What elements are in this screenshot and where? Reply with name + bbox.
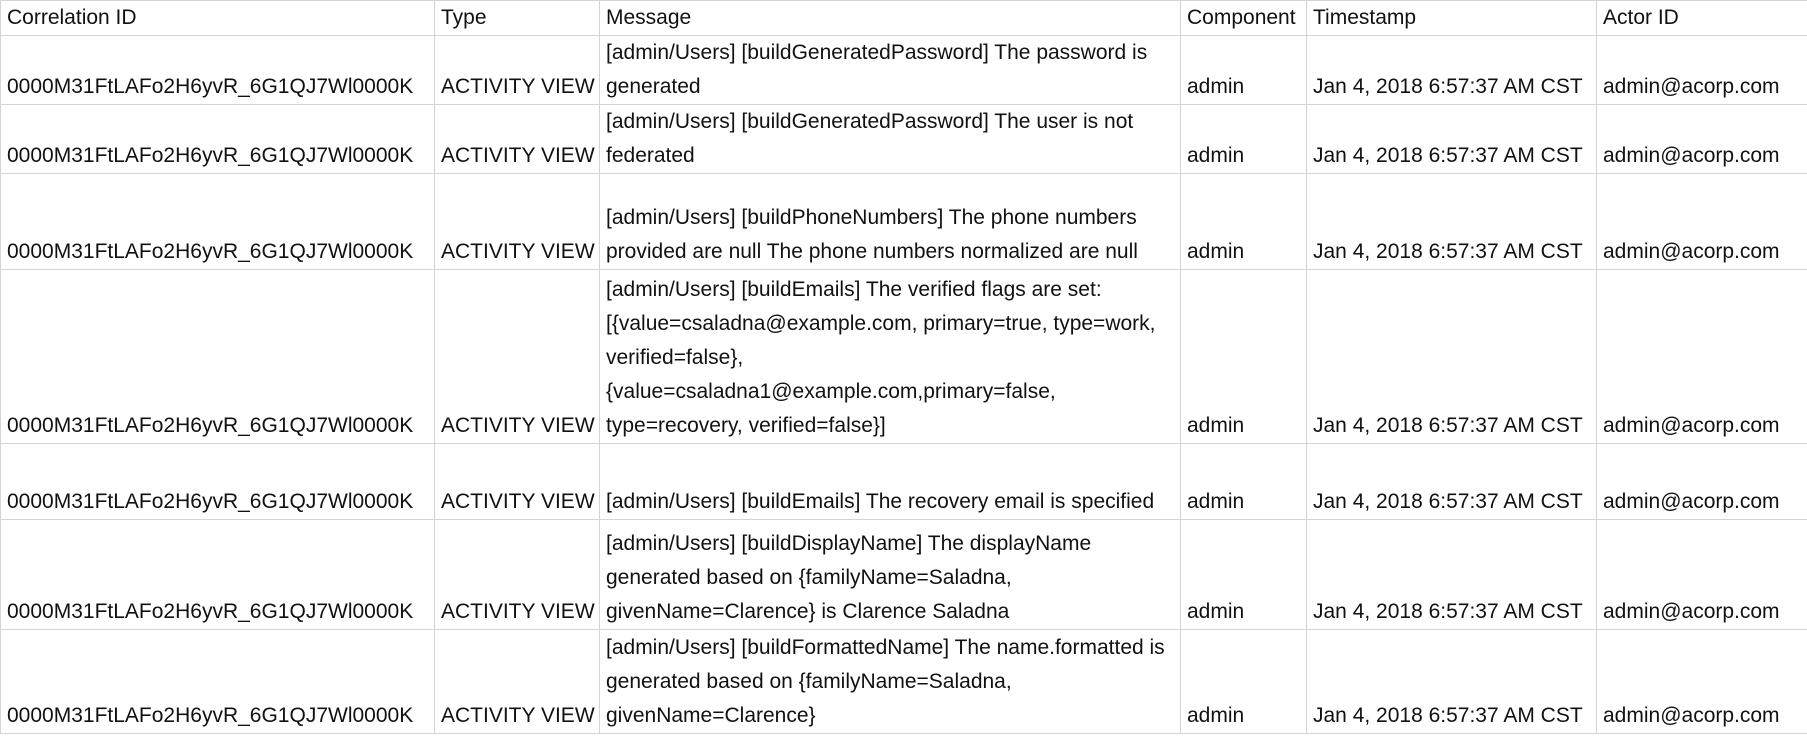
timestamp-cell[interactable]: Jan 4, 2018 6:57:37 AM CST: [1306, 173, 1597, 270]
correlation-id-cell[interactable]: 0000M31FtLAFo2H6yvR_6G1QJ7Wl0000K: [0, 104, 435, 174]
table-row: 0000M31FtLAFo2H6yvR_6G1QJ7Wl0000K ACTIVI…: [0, 35, 1807, 105]
message-cell[interactable]: [admin/Users] [buildEmails] The verified…: [599, 269, 1181, 444]
table-row: 0000M31FtLAFo2H6yvR_6G1QJ7Wl0000K ACTIVI…: [0, 629, 1807, 734]
component-cell[interactable]: admin: [1180, 104, 1307, 174]
table-row: 0000M31FtLAFo2H6yvR_6G1QJ7Wl0000K ACTIVI…: [0, 443, 1807, 520]
message-cell[interactable]: [admin/Users] [buildDisplayName] The dis…: [599, 519, 1181, 630]
header-cell-component[interactable]: Component: [1180, 0, 1307, 36]
timestamp-cell[interactable]: Jan 4, 2018 6:57:37 AM CST: [1306, 35, 1597, 105]
type-cell[interactable]: ACTIVITY VIEW: [434, 519, 600, 630]
correlation-id-cell[interactable]: 0000M31FtLAFo2H6yvR_6G1QJ7Wl0000K: [0, 443, 435, 520]
correlation-id-cell[interactable]: 0000M31FtLAFo2H6yvR_6G1QJ7Wl0000K: [0, 173, 435, 270]
message-cell[interactable]: [admin/Users] [buildEmails] The recovery…: [599, 443, 1181, 520]
correlation-id-cell[interactable]: 0000M31FtLAFo2H6yvR_6G1QJ7Wl0000K: [0, 35, 435, 105]
type-cell[interactable]: ACTIVITY VIEW: [434, 35, 600, 105]
table-row: 0000M31FtLAFo2H6yvR_6G1QJ7Wl0000K ACTIVI…: [0, 173, 1807, 270]
actor-id-cell[interactable]: admin@acorp.com: [1596, 269, 1807, 444]
message-cell[interactable]: [admin/Users] [buildFormattedName] The n…: [599, 629, 1181, 734]
type-cell[interactable]: ACTIVITY VIEW: [434, 269, 600, 444]
correlation-id-cell[interactable]: 0000M31FtLAFo2H6yvR_6G1QJ7Wl0000K: [0, 519, 435, 630]
component-cell[interactable]: admin: [1180, 173, 1307, 270]
table-row: 0000M31FtLAFo2H6yvR_6G1QJ7Wl0000K ACTIVI…: [0, 104, 1807, 174]
timestamp-cell[interactable]: Jan 4, 2018 6:57:37 AM CST: [1306, 629, 1597, 734]
component-cell[interactable]: admin: [1180, 629, 1307, 734]
component-cell[interactable]: admin: [1180, 35, 1307, 105]
component-cell[interactable]: admin: [1180, 443, 1307, 520]
message-cell[interactable]: [admin/Users] [buildGeneratedPassword] T…: [599, 35, 1181, 105]
header-row: Correlation ID Type Message Component Ti…: [0, 0, 1807, 36]
timestamp-cell[interactable]: Jan 4, 2018 6:57:37 AM CST: [1306, 519, 1597, 630]
correlation-id-cell[interactable]: 0000M31FtLAFo2H6yvR_6G1QJ7Wl0000K: [0, 629, 435, 734]
timestamp-cell[interactable]: Jan 4, 2018 6:57:37 AM CST: [1306, 104, 1597, 174]
actor-id-cell[interactable]: admin@acorp.com: [1596, 443, 1807, 520]
component-cell[interactable]: admin: [1180, 519, 1307, 630]
correlation-id-cell[interactable]: 0000M31FtLAFo2H6yvR_6G1QJ7Wl0000K: [0, 269, 435, 444]
table-row: 0000M31FtLAFo2H6yvR_6G1QJ7Wl0000K ACTIVI…: [0, 269, 1807, 444]
header-cell-message[interactable]: Message: [599, 0, 1181, 36]
table-row: 0000M31FtLAFo2H6yvR_6G1QJ7Wl0000K ACTIVI…: [0, 519, 1807, 630]
actor-id-cell[interactable]: admin@acorp.com: [1596, 35, 1807, 105]
header-cell-timestamp[interactable]: Timestamp: [1306, 0, 1597, 36]
message-cell[interactable]: [admin/Users] [buildPhoneNumbers] The ph…: [599, 173, 1181, 270]
actor-id-cell[interactable]: admin@acorp.com: [1596, 519, 1807, 630]
header-cell-actor-id[interactable]: Actor ID: [1596, 0, 1807, 36]
message-cell[interactable]: [admin/Users] [buildGeneratedPassword] T…: [599, 104, 1181, 174]
timestamp-cell[interactable]: Jan 4, 2018 6:57:37 AM CST: [1306, 443, 1597, 520]
timestamp-cell[interactable]: Jan 4, 2018 6:57:37 AM CST: [1306, 269, 1597, 444]
component-cell[interactable]: admin: [1180, 269, 1307, 444]
header-cell-type[interactable]: Type: [434, 0, 600, 36]
actor-id-cell[interactable]: admin@acorp.com: [1596, 104, 1807, 174]
type-cell[interactable]: ACTIVITY VIEW: [434, 443, 600, 520]
actor-id-cell[interactable]: admin@acorp.com: [1596, 629, 1807, 734]
header-cell-correlation-id[interactable]: Correlation ID: [0, 0, 435, 36]
actor-id-cell[interactable]: admin@acorp.com: [1596, 173, 1807, 270]
type-cell[interactable]: ACTIVITY VIEW: [434, 173, 600, 270]
type-cell[interactable]: ACTIVITY VIEW: [434, 629, 600, 734]
type-cell[interactable]: ACTIVITY VIEW: [434, 104, 600, 174]
